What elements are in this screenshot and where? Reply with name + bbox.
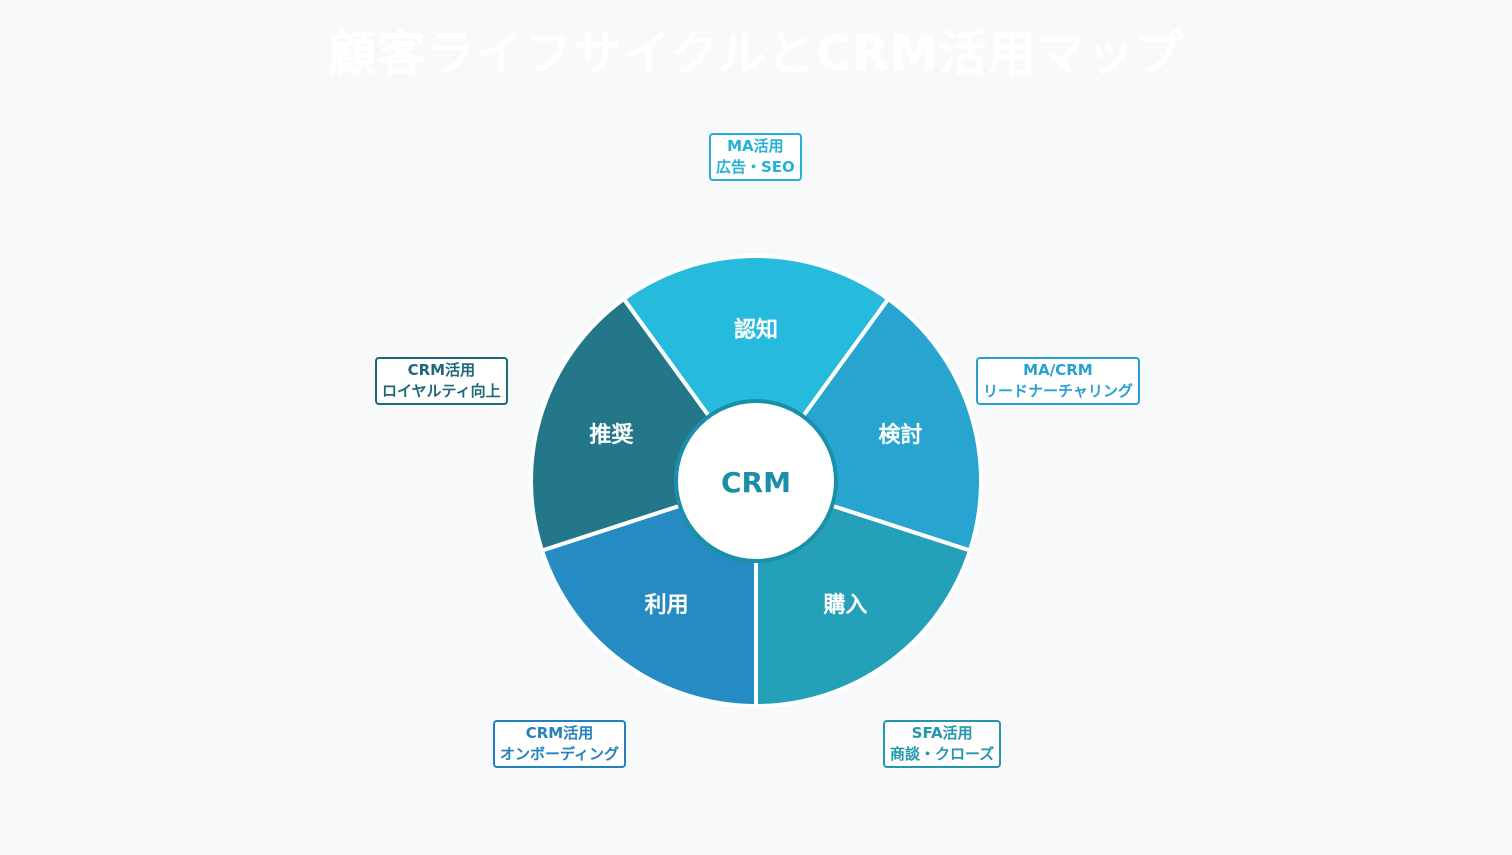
segment-purchase-label: 購入 (823, 593, 867, 618)
callout-usage-detail: オンボーディング (500, 745, 619, 763)
callout-consideration-title: MA/CRM (1023, 361, 1093, 379)
callout-purchase: SFA活用 商談・クローズ (883, 720, 1002, 768)
callout-usage: CRM活用 オンボーディング (493, 720, 626, 768)
segment-awareness (621, 254, 891, 483)
callout-advocacy-detail: ロイヤルティ向上 (382, 382, 501, 400)
callout-purchase-title: SFA活用 (911, 724, 973, 742)
segment-consideration-label: 検討 (879, 422, 923, 448)
crm-hub (674, 399, 838, 563)
page-title: 顧客ライフサイクルとCRM活用マップ (328, 26, 1184, 82)
callout-advocacy-title: CRM活用 (407, 361, 476, 379)
callout-awareness-title: MA活用 (727, 137, 784, 155)
segment-awareness-label: 認知 (734, 317, 778, 343)
callout-awareness-detail: 広告・SEO (716, 158, 795, 176)
segment-advocacy-label: 推奨 (589, 423, 634, 448)
callout-consideration: MA/CRM リードナーチャリング (976, 357, 1140, 405)
callout-advocacy: CRM活用 ロイヤルティ向上 (375, 357, 508, 405)
segment-usage-label: 利用 (645, 593, 689, 618)
callout-consideration-detail: リードナーチャリング (983, 382, 1133, 400)
callout-awareness: MA活用 広告・SEO (709, 133, 802, 181)
callout-usage-title: CRM活用 (525, 724, 594, 742)
crm-hub-label: CRM (721, 466, 791, 499)
callout-purchase-detail: 商談・クローズ (890, 745, 995, 763)
